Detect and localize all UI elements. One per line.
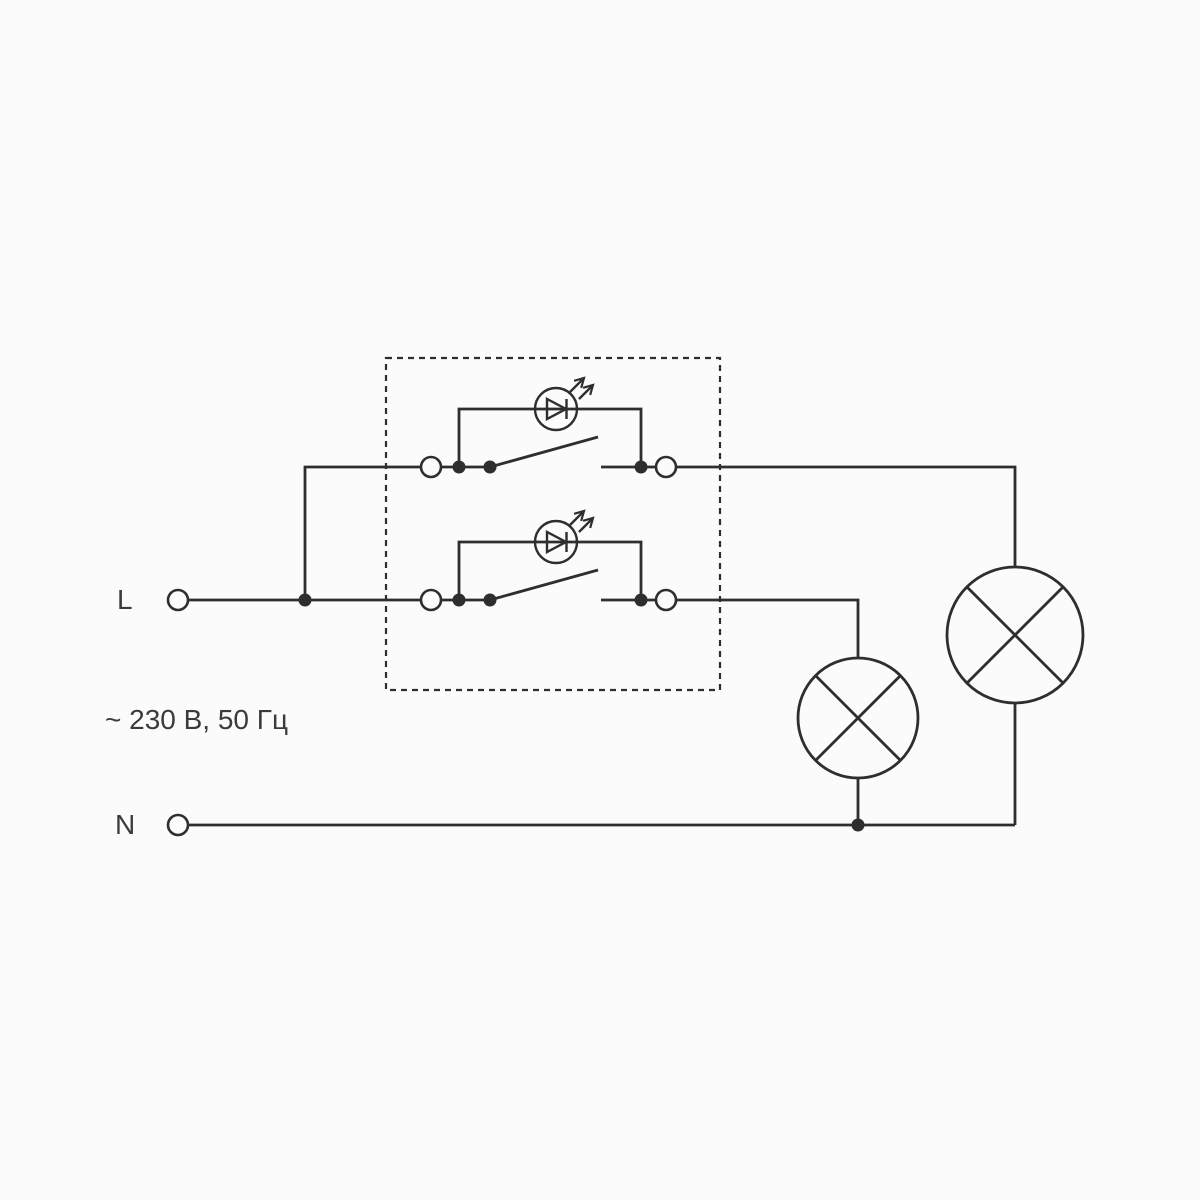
- live-label: L: [117, 584, 133, 615]
- lamp-left-feed-wire: [676, 598, 860, 658]
- led-indicator-icon: [533, 509, 595, 565]
- terminal-out-icon: [654, 455, 678, 479]
- led-branch-wire: [457, 407, 643, 467]
- live-feed: [166, 465, 421, 612]
- lamp-icon-left: [796, 656, 920, 780]
- lamp-icon-right: [945, 565, 1085, 705]
- led-indicator-icon: [533, 376, 595, 432]
- terminal-in-icon: [419, 588, 443, 612]
- live-terminal-icon: [166, 588, 190, 612]
- live-branch-wire: [303, 465, 421, 600]
- terminal-in-icon: [419, 455, 443, 479]
- switch-box-outline: [384, 356, 722, 692]
- neutral-feed: [166, 813, 1015, 837]
- switch-blade: [489, 568, 599, 602]
- rating-label: ~ 230 В, 50 Гц: [105, 704, 288, 735]
- led-branch-wire: [457, 540, 643, 600]
- lamp-right-feed-wire: [676, 465, 1017, 567]
- switch-unit-bottom: [419, 509, 678, 612]
- junction-dot: [851, 818, 865, 832]
- neutral-terminal-icon: [166, 813, 190, 837]
- switch-unit-top: [419, 376, 678, 479]
- terminal-out-icon: [654, 588, 678, 612]
- neutral-label: N: [115, 809, 135, 840]
- switch-blade: [489, 435, 599, 469]
